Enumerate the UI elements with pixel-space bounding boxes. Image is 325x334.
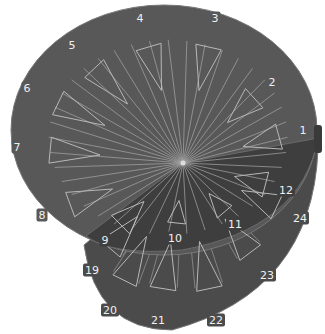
- ray-line: [183, 107, 282, 163]
- segment-triangle: [136, 43, 161, 90]
- ray-line: [55, 163, 183, 167]
- ray-line: [150, 41, 183, 163]
- segment-triangle: [228, 89, 263, 123]
- ray-line: [114, 50, 183, 163]
- callout-number: 4: [135, 12, 146, 25]
- callout-number: 10: [166, 232, 184, 245]
- segment-triangle: [196, 44, 221, 90]
- ray-line: [183, 80, 265, 163]
- segment-triangle: [100, 217, 137, 258]
- callout-number: 8: [37, 209, 48, 222]
- ray-line: [183, 163, 238, 216]
- ray-line: [183, 45, 205, 163]
- ray-line: [183, 93, 275, 163]
- upper-disc: [11, 5, 317, 255]
- segment-triangle: [168, 201, 186, 224]
- callout-number: 12: [277, 184, 295, 197]
- ray-line: [72, 163, 183, 195]
- segment-triangle: [111, 202, 144, 234]
- ray-line: [49, 137, 183, 163]
- ray-line: [98, 58, 183, 163]
- segment-triangle: [85, 60, 128, 104]
- callout-number: 3: [210, 12, 221, 25]
- callout-number: 1: [298, 124, 309, 137]
- segment-triangle: [197, 242, 222, 292]
- ray-line: [183, 163, 282, 167]
- callout-number: 11: [226, 218, 244, 231]
- ray-line: [183, 163, 253, 206]
- front-wedge: [86, 138, 318, 251]
- callout-number: 6: [22, 82, 33, 95]
- ray-line: [183, 163, 275, 182]
- callout-number: 2: [267, 76, 278, 89]
- ray-line: [62, 163, 183, 182]
- callout-number: 21: [149, 314, 167, 327]
- ray-line: [168, 40, 183, 163]
- callout-number: 23: [258, 269, 276, 282]
- ray-line: [131, 45, 183, 163]
- ray-line: [183, 122, 286, 163]
- callout-number: 24: [291, 212, 309, 225]
- rim-tab: [314, 125, 322, 153]
- segment-triangle: [243, 124, 282, 149]
- ray-line: [62, 93, 183, 163]
- ray-line: [183, 50, 222, 163]
- segment-triangle: [150, 242, 176, 291]
- callout-number: 7: [12, 141, 23, 154]
- callout-number: 9: [100, 234, 111, 247]
- callout-number: 19: [83, 264, 101, 277]
- segment-triangle: [49, 137, 100, 163]
- segment-triangle: [66, 189, 113, 217]
- segment-triangle: [209, 194, 232, 219]
- callout-number: 20: [101, 304, 119, 317]
- callout-number: 5: [67, 39, 78, 52]
- center-dot: [181, 161, 186, 166]
- segment-triangle: [53, 91, 105, 125]
- segment-triangle: [113, 237, 147, 287]
- ray-line: [131, 163, 183, 230]
- callout-number: 22: [207, 314, 225, 327]
- ray-line: [50, 122, 183, 163]
